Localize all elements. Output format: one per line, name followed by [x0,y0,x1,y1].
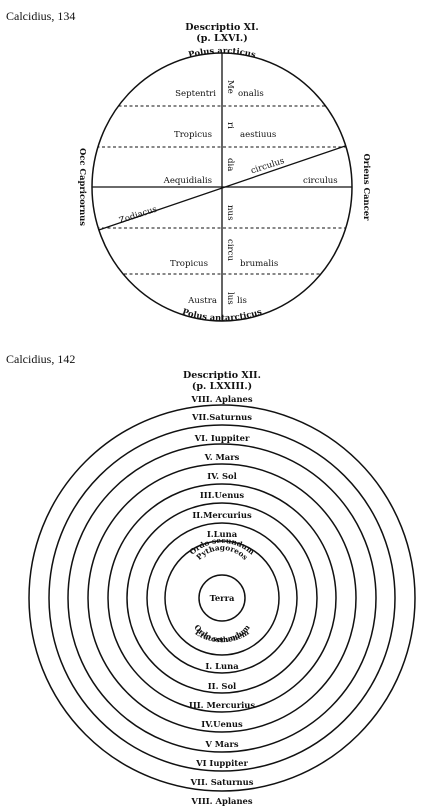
figure-descriptio-xii: Calcidius, 142 Descriptio XII. (p. LXXII… [6,352,416,806]
eratosthenem-label: Eratosthenem [193,628,250,645]
figure2-title: Descriptio XII. [183,370,261,381]
upper-ring-uenus: III.Uenus [200,490,244,500]
lower-ring-uenus: IV.Uenus [201,719,243,729]
aequidialis-label: Aequidialis [163,176,212,186]
tropicus-aestivus-right: aestiuus [240,130,276,140]
meridian-text-nus: nus [225,205,235,220]
lower-ring-iuppiter: VI Iuppiter [195,758,248,768]
meridian-text-circu: circu [225,239,235,261]
figure2-top-aplanes: VIII. Aplanes [190,394,252,404]
septentrionalis-left: Septentri [175,89,216,99]
zodiac-line [92,141,352,233]
circulus-right-label: circulus [303,176,338,186]
lower-ring-aplanes: VIII. Aplanes [190,796,252,806]
ring-3 [126,502,318,694]
figure1-title: Descriptio XI. [185,22,258,33]
lower-ring-luna: I. Luna [205,661,239,671]
ring-8 [28,404,416,792]
ring-6 [67,443,377,753]
lower-ring-mars: V Mars [204,739,239,749]
tropicus-brumalis-left: Tropicus [170,259,208,269]
australis-left: Austra [187,296,217,306]
ring-7 [48,424,396,772]
upper-ring-iuppiter: VI. Iuppiter [194,433,250,443]
upper-ring-mercurius: II.Mercurius [192,510,252,520]
ring-2 [146,522,298,674]
ring-4 [107,483,337,713]
upper-ring-saturnus: VII.Saturnus [191,412,252,422]
australis-right: lis [237,296,247,306]
figure2-subtitle: (p. LXXIII.) [192,381,252,392]
septentrionalis-right: onalis [238,89,264,99]
tropicus-aestivus-left: Tropicus [174,130,212,140]
occ-capricornus-label: Occ Capricornus [78,148,88,226]
tropicus-brumalis-right: brumalis [240,259,278,269]
meridian-text-lus: lus [225,292,235,305]
ring-1 [164,540,280,656]
oriens-cancer-label: Oriens Cancer [362,154,372,222]
upper-ring-sol: IV. Sol [207,471,237,481]
figure1-caption: Calcidius, 134 [6,9,75,23]
figure-descriptio-xi: Calcidius, 134 Descriptio XI. (p. LXVI.)… [6,9,372,323]
lower-ring-sol: II. Sol [208,681,236,691]
upper-ring-mars: V. Mars [204,452,240,462]
circulus-upper-label: circulus [250,156,286,176]
lower-ring-saturnus: VII. Saturnus [190,777,254,787]
terra-label: Terra [210,593,235,603]
earth-circle [198,574,246,622]
meridian-text-ri: ri [225,122,235,129]
upper-ring-luna: I.Luna [207,529,238,539]
figure1-subtitle: (p. LXVI.) [196,33,247,44]
zodiacus-label: Zodiacus [118,205,158,227]
figure2-caption: Calcidius, 142 [6,352,75,366]
lower-ring-mercurius: III. Mercurius [189,700,255,710]
meridian-text-me: Me [225,80,235,94]
meridian-text-dia: dia [225,158,235,171]
ring-5 [87,463,357,733]
